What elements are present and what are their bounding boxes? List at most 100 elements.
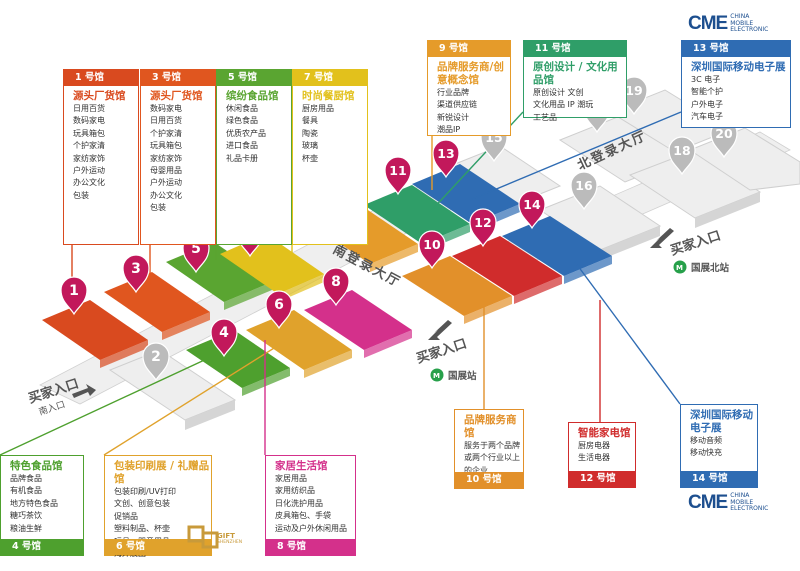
hall-top-face xyxy=(502,216,612,276)
hall-card-category: 缤纷食品馆 xyxy=(226,90,279,102)
pin-number: 6 xyxy=(274,297,284,313)
hall-top-face xyxy=(42,300,148,360)
hall-top-face xyxy=(412,164,520,224)
hall-card-item: 品牌食品 xyxy=(10,474,42,483)
pin-number: 10 xyxy=(423,237,441,252)
buyer-entrance-north[interactable]: 买家入口 M 国展北站 xyxy=(650,228,730,274)
hall-side-face xyxy=(514,276,562,304)
hall-card-category: 深圳国际移动电子展 xyxy=(691,61,786,73)
buyer-entrance-label: 买家入口 xyxy=(414,336,468,367)
pin-number: 20 xyxy=(715,126,733,141)
hall-1-block[interactable] xyxy=(42,300,148,368)
metro-icon xyxy=(430,368,444,382)
hall-card-item: 日用百货 xyxy=(150,116,182,126)
pin-number: 16 xyxy=(575,178,593,193)
hall-card-category: 智能家电馆 xyxy=(578,427,631,439)
hall-card-h6[interactable]: 包装印刷展 / 礼赠品馆包装印刷/UV打印文创、创意包装促销品塑料制品、杯壶玩具… xyxy=(104,455,212,558)
pin-body xyxy=(265,290,293,330)
national-north-station-label: 国展北站 xyxy=(691,262,730,274)
hall-card-h1[interactable]: 1 号馆源头厂货馆日用百货数码家电玩具箱包个护家清家纺家饰户外运动办公文化包装 xyxy=(63,69,139,245)
hall-top-face xyxy=(452,236,562,296)
map-pin-icon[interactable]: 14 xyxy=(518,190,546,230)
hall-card-item: 厨房电器 xyxy=(578,441,610,450)
hall-6-block[interactable] xyxy=(246,310,352,378)
leader-line-h4 xyxy=(0,349,227,456)
pin-body xyxy=(570,171,598,211)
pin-number: 4 xyxy=(219,325,229,341)
pin-body xyxy=(384,156,412,196)
map-pin-icon[interactable]: 16 xyxy=(570,171,598,211)
hall-card-item: 个护家清 xyxy=(150,128,182,138)
hall-card-item: 陶瓷 xyxy=(302,128,318,138)
hall-card-item: 办公文化 xyxy=(73,178,105,188)
map-pin-icon[interactable]: 12 xyxy=(469,208,497,248)
map-pin-icon[interactable]: 1 xyxy=(60,276,88,316)
hall-card-item: 休闲食品 xyxy=(226,104,258,113)
map-pin-icon[interactable]: 6 xyxy=(265,290,293,330)
hall-card-item: 新锐设计 xyxy=(437,112,469,122)
hall-side-face xyxy=(364,330,412,358)
hall-12-block[interactable] xyxy=(452,236,562,304)
hall-4-block[interactable] xyxy=(186,330,290,396)
hall-card-item: 生活电器 xyxy=(578,453,610,463)
hall-card-item: 户外运动 xyxy=(150,178,182,188)
hall-card-h11[interactable]: 11 号馆原创设计 / 文化用品馆原创设计 文创文化用品 IP 潮玩工艺品 xyxy=(523,40,627,122)
hall-card-category: 包装印刷展 / 礼赠品馆 xyxy=(114,460,210,485)
hall-card-item: 玩具箱包 xyxy=(73,128,105,138)
hall-card-category: 深圳国际移动电子展 xyxy=(690,409,753,434)
hall-card-h3[interactable]: 3 号馆源头厂货馆数码家电日用百货个护家清玩具箱包家纺家饰母婴用品户外运动办公文… xyxy=(140,69,216,245)
hall-top-face xyxy=(246,310,352,370)
hall-card-header: 13 号馆 xyxy=(682,41,790,57)
map-pin-icon[interactable]: 2 xyxy=(142,342,170,382)
map-pin-icon[interactable]: 8 xyxy=(322,267,350,307)
hall-card-h9[interactable]: 9 号馆品牌服务商/创意概念馆行业品牌渠道供应链新锐设计潮品IP xyxy=(427,40,511,136)
map-pin-icon[interactable]: 20 xyxy=(710,119,738,159)
map-pin-icon[interactable]: 4 xyxy=(210,318,238,358)
hall-top-face xyxy=(104,272,210,332)
gift-logo: GIFT SHENZHEN xyxy=(186,524,242,560)
hall-card-item: 汽车电子 xyxy=(691,112,723,122)
map-pin-icon[interactable]: 10 xyxy=(418,230,446,270)
pin-number: 3 xyxy=(131,261,141,277)
hall-card-h7[interactable]: 7 号馆时尚餐厨馆厨房用品餐具陶瓷玻璃杯壶 xyxy=(292,69,368,245)
hall-card-item: 文化用品 IP 潮玩 xyxy=(533,100,594,110)
hall-3-block[interactable] xyxy=(104,272,210,340)
map-pin-icon[interactable]: 18 xyxy=(668,136,696,176)
hall-card-category: 品牌服务商/创意概念馆 xyxy=(437,61,504,86)
pin-number: 13 xyxy=(437,146,454,161)
map-pin-icon[interactable]: 19 xyxy=(620,76,648,116)
hall-card-item: 包装 xyxy=(73,190,89,200)
hall-card-item: 行业品牌 xyxy=(437,88,469,97)
leader-line-h14 xyxy=(574,261,681,405)
hall-14-block[interactable] xyxy=(502,216,612,284)
arrow-up-left-icon xyxy=(428,320,452,340)
hall-card-item: 智能个护 xyxy=(691,87,723,97)
hall-card-h5[interactable]: 5 号馆缤纷食品馆休闲食品绿色食品优质农产品进口食品礼品卡册 xyxy=(216,69,292,245)
map-pin-icon[interactable]: 3 xyxy=(122,254,150,294)
hall-side-face xyxy=(370,244,418,272)
hall-card-category: 时尚餐厨馆 xyxy=(302,90,355,102)
pin-number: 19 xyxy=(625,83,642,98)
hall-card-item: 家用纺织品 xyxy=(275,486,315,496)
pin-number: 12 xyxy=(474,215,491,230)
svg-text:M: M xyxy=(433,372,440,380)
map-pin-icon[interactable]: 13 xyxy=(432,139,460,179)
hall-card-item: 母婴用品 xyxy=(150,166,182,176)
hall-card-item: 数码家电 xyxy=(73,116,105,126)
hall-8-block[interactable] xyxy=(304,290,412,358)
map-pin-icon[interactable]: 11 xyxy=(384,156,412,196)
hall-card-item: 皮具箱包、手袋 xyxy=(275,511,331,521)
hall-card-header: 4 号馆 xyxy=(1,539,83,555)
pin-body xyxy=(142,342,170,382)
hall-card-item: 办公文化 xyxy=(150,190,182,200)
buyer-entrance-national[interactable]: 买家入口 M 国展站 xyxy=(414,320,477,382)
national-station-label: 国展站 xyxy=(448,370,477,382)
hall-card-item: 潮品IP xyxy=(437,125,461,135)
pin-number: 8 xyxy=(331,274,341,290)
